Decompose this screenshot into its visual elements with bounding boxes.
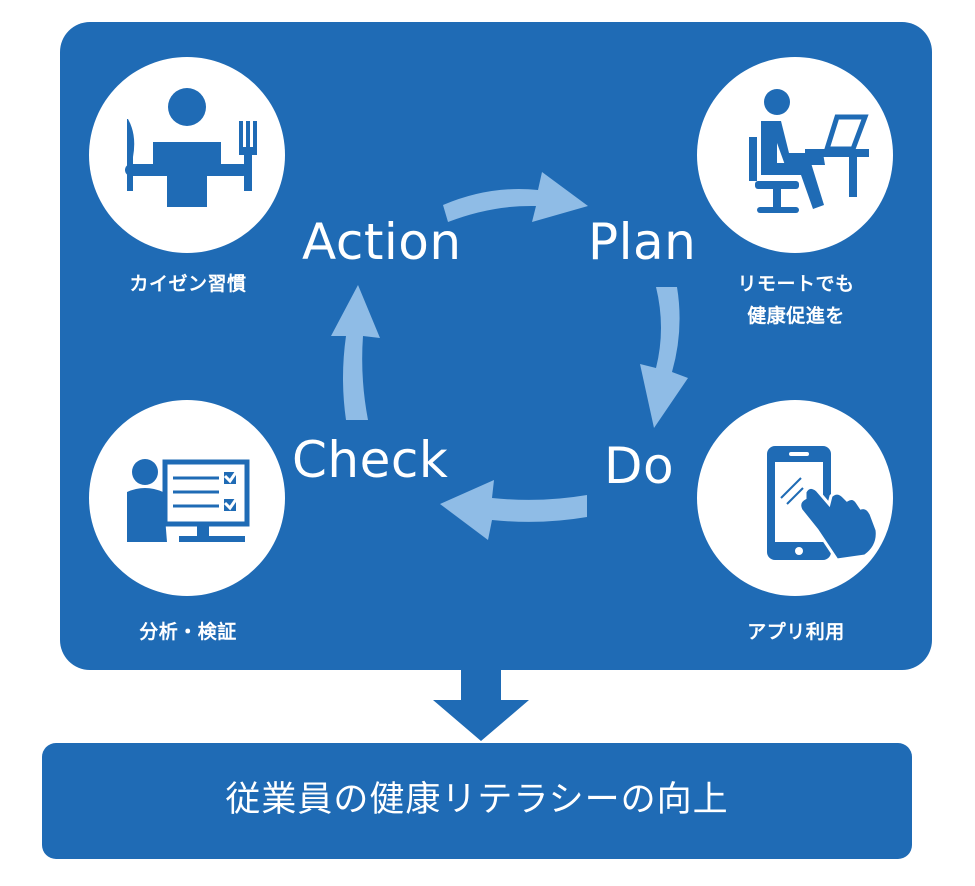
result-label: 従業員の健康リテラシーの向上 bbox=[225, 780, 729, 820]
analysis-circle bbox=[89, 400, 285, 596]
arrow-check-to-action bbox=[331, 285, 380, 420]
arrow-plan-to-do bbox=[640, 287, 688, 428]
person-checklist-icon bbox=[127, 459, 250, 542]
remote-caption: リモートでも 健康促進を bbox=[705, 268, 887, 332]
arrow-action-to-plan bbox=[443, 172, 588, 222]
app-circle bbox=[697, 400, 893, 596]
app-caption: アプリ利用 bbox=[705, 616, 887, 648]
app-caption-line-1: アプリ利用 bbox=[747, 621, 845, 643]
stage-plan-label: Plan bbox=[588, 213, 697, 271]
kaizen-caption-line-1: カイゼン習慣 bbox=[129, 273, 247, 295]
remote-caption-line-1: リモートでも bbox=[737, 273, 855, 295]
stage-check-label: Check bbox=[292, 431, 449, 489]
remote-circle bbox=[697, 57, 893, 253]
remote-caption-line-2: 健康促進を bbox=[747, 305, 845, 327]
stage-action-label: Action bbox=[302, 213, 462, 271]
result-bar: 従業員の健康リテラシーの向上 bbox=[42, 743, 912, 859]
kaizen-caption: カイゼン習慣 bbox=[97, 268, 279, 300]
analysis-caption: 分析・検証 bbox=[97, 616, 279, 648]
person-eating-icon bbox=[125, 88, 257, 207]
person-at-laptop-icon bbox=[749, 89, 869, 213]
smartphone-tap-icon bbox=[767, 446, 879, 562]
analysis-caption-line-1: 分析・検証 bbox=[139, 621, 237, 643]
stage-do-label: Do bbox=[604, 437, 675, 495]
kaizen-circle bbox=[89, 57, 285, 253]
arrow-do-to-check bbox=[440, 480, 587, 540]
